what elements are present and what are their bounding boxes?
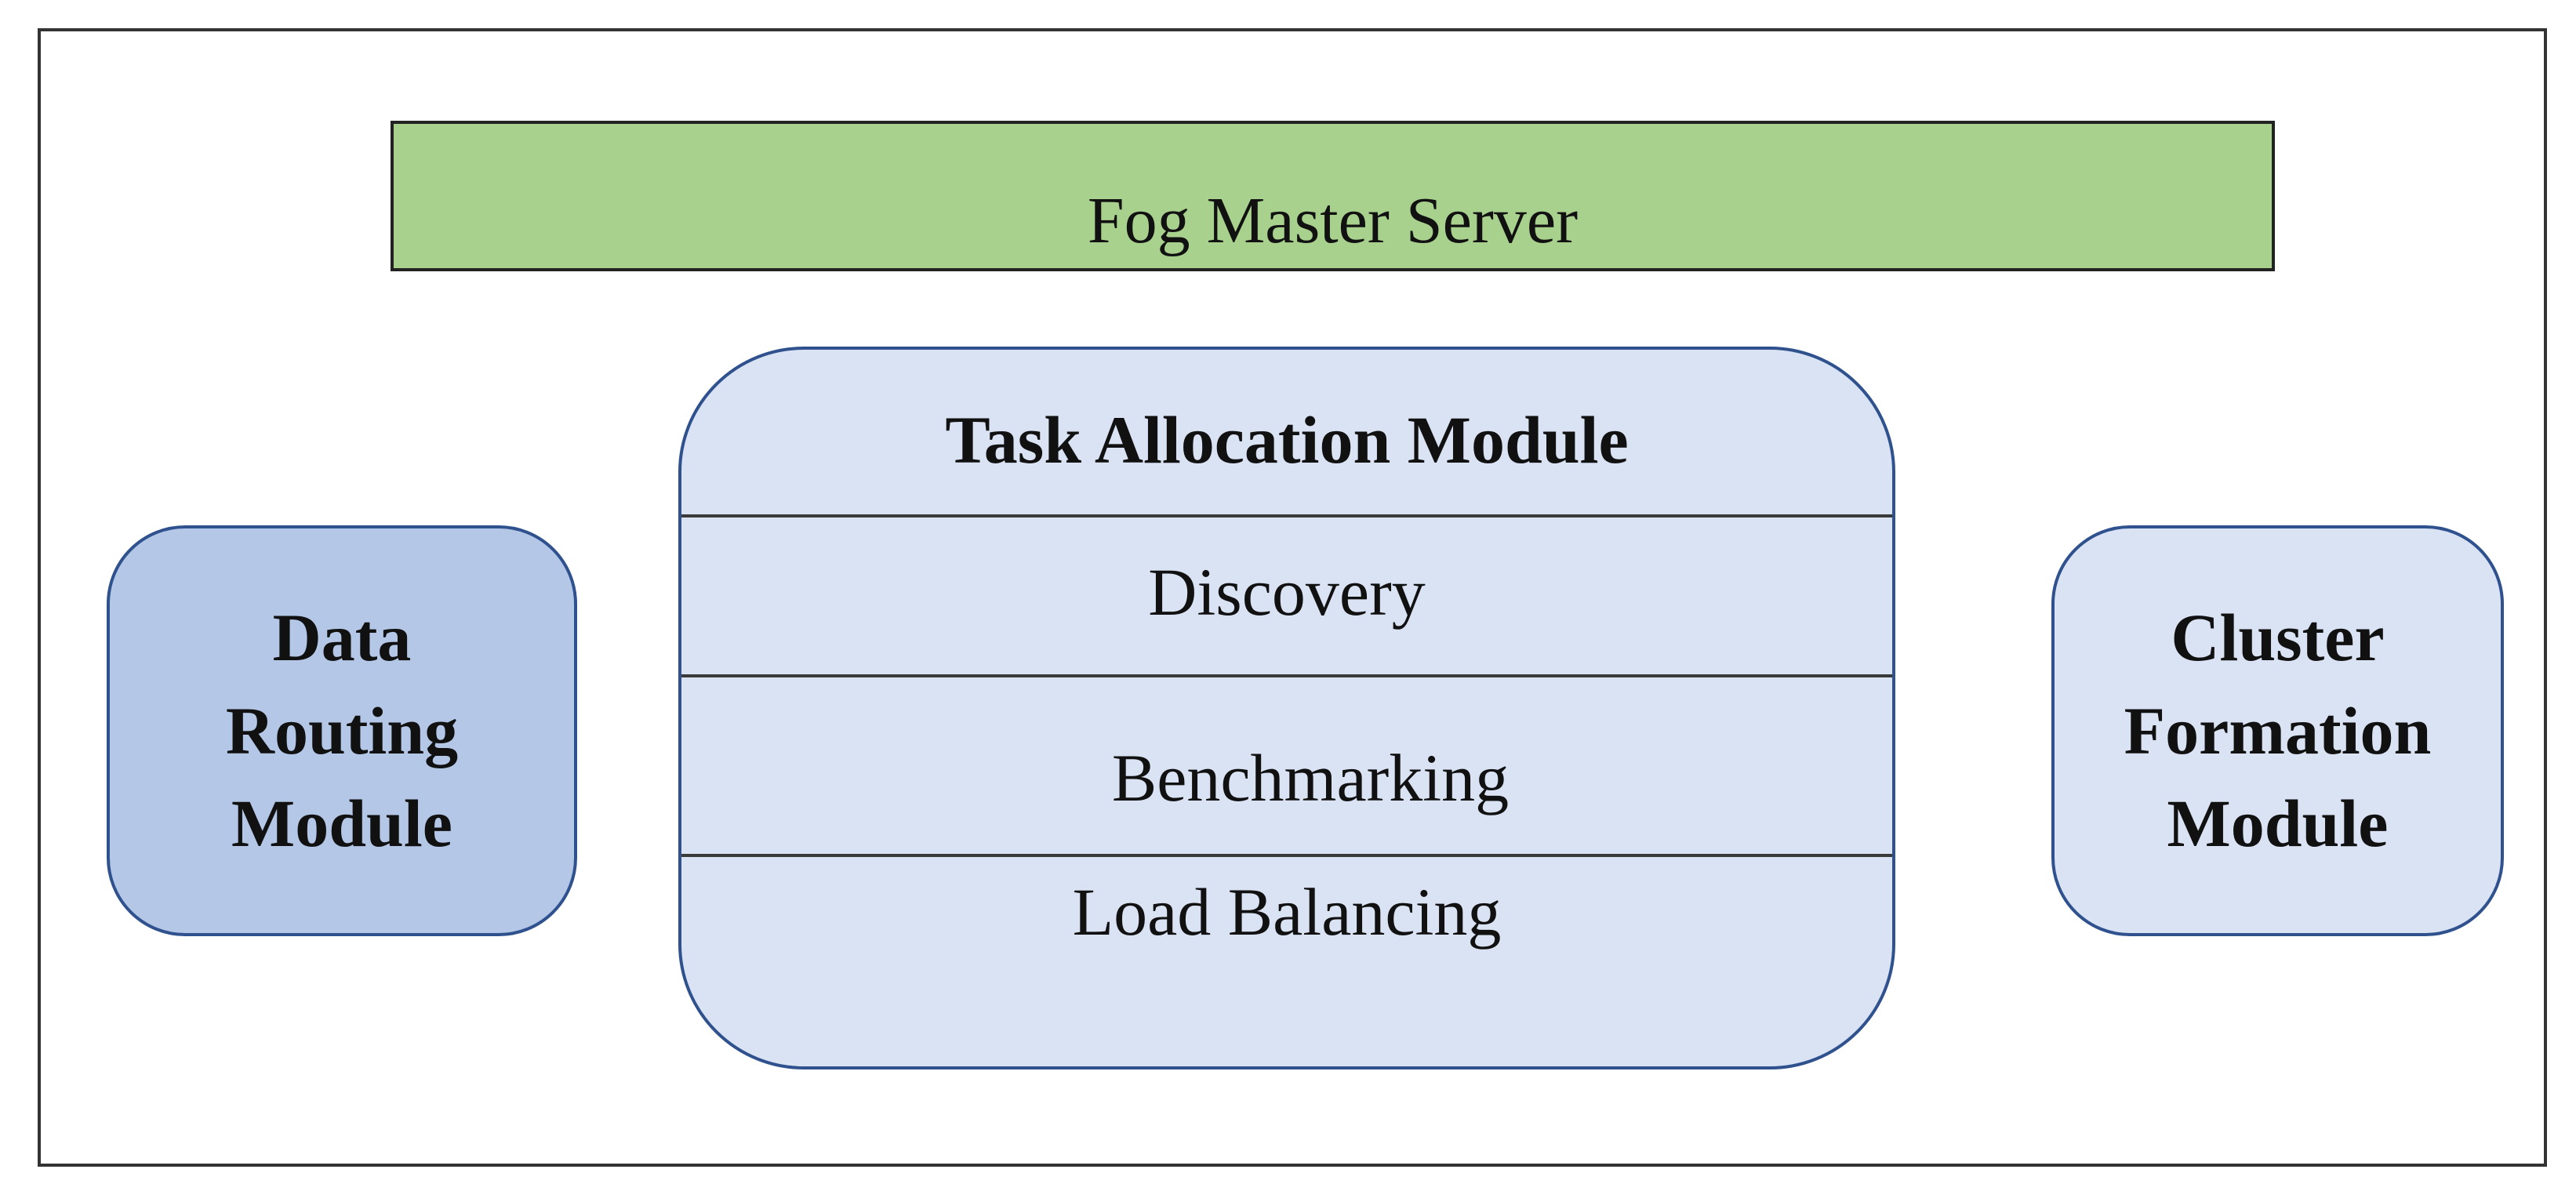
cluster-formation-module-box: Cluster Formation Module — [2051, 525, 2504, 936]
load-balancing-row: Load Balancing — [1072, 874, 1502, 950]
label-line: Routing — [225, 692, 459, 768]
label-line: Cluster — [2171, 599, 2385, 675]
benchmarking-row: Benchmarking — [1111, 739, 1510, 815]
fog-master-server-box: Fog Master Server — [391, 121, 2275, 271]
label-line: Data — [272, 599, 412, 675]
data-routing-module-box: Data Routing Module — [107, 525, 577, 936]
divider-line — [681, 514, 1892, 517]
divider-line — [681, 854, 1892, 857]
data-routing-module-label: Data Routing Module — [226, 591, 458, 870]
task-allocation-module-box: Task Allocation Module Discovery Benchma… — [678, 347, 1895, 1069]
label-line: Formation — [2124, 692, 2432, 768]
label-line: Module — [2167, 786, 2389, 862]
task-allocation-module-title: Task Allocation Module — [945, 402, 1629, 478]
fog-master-server-label: Fog Master Server — [1087, 184, 1579, 257]
label-line: Module — [231, 786, 452, 862]
cluster-formation-module-label: Cluster Formation Module — [2124, 591, 2432, 870]
discovery-row: Discovery — [1148, 554, 1426, 630]
divider-line — [681, 674, 1892, 677]
